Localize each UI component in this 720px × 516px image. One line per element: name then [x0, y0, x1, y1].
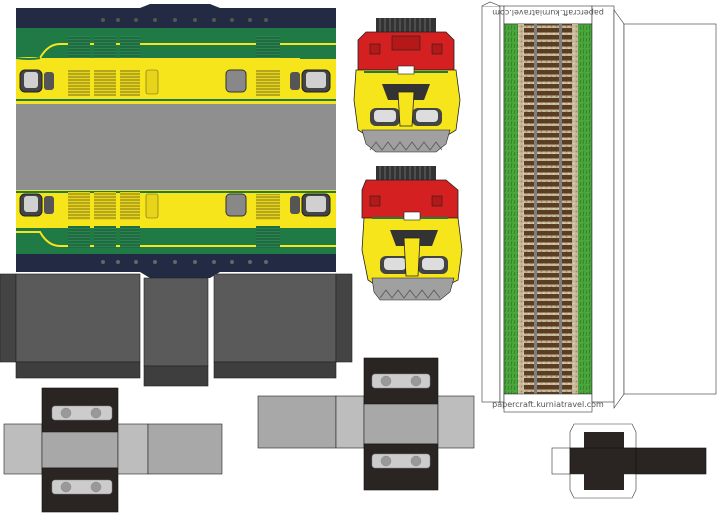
track-base-panel: papercraft.kurniatravel.com papercraft.k… — [481, 1, 717, 413]
locomotive-nose-front — [353, 18, 461, 153]
locomotive-nose-rear — [361, 166, 463, 301]
watermark-bottom: papercraft.kurniatravel.com — [492, 400, 604, 409]
coupler-piece — [551, 423, 707, 499]
locomotive-body-panel — [15, 4, 336, 278]
bogie-truck-left — [3, 387, 223, 513]
watermark-top: papercraft.kurniatravel.com — [492, 8, 604, 17]
bogie-truck-right — [257, 357, 475, 491]
underframe-panels — [0, 273, 353, 387]
